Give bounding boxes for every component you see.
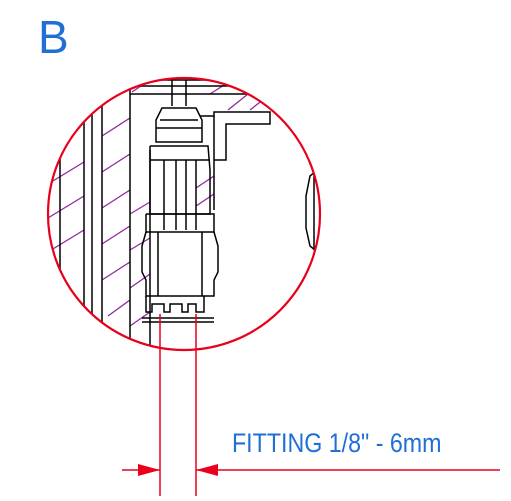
dimension-label: FITTING 1/8" - 6mm	[232, 428, 442, 458]
dimension-arrows	[138, 464, 218, 476]
arrow-right-icon	[138, 464, 160, 476]
section-hatching	[48, 79, 279, 327]
arrow-left-icon	[196, 464, 218, 476]
dimension-lines	[122, 314, 500, 496]
detail-circle	[46, 76, 322, 352]
detail-label: B	[38, 11, 69, 63]
